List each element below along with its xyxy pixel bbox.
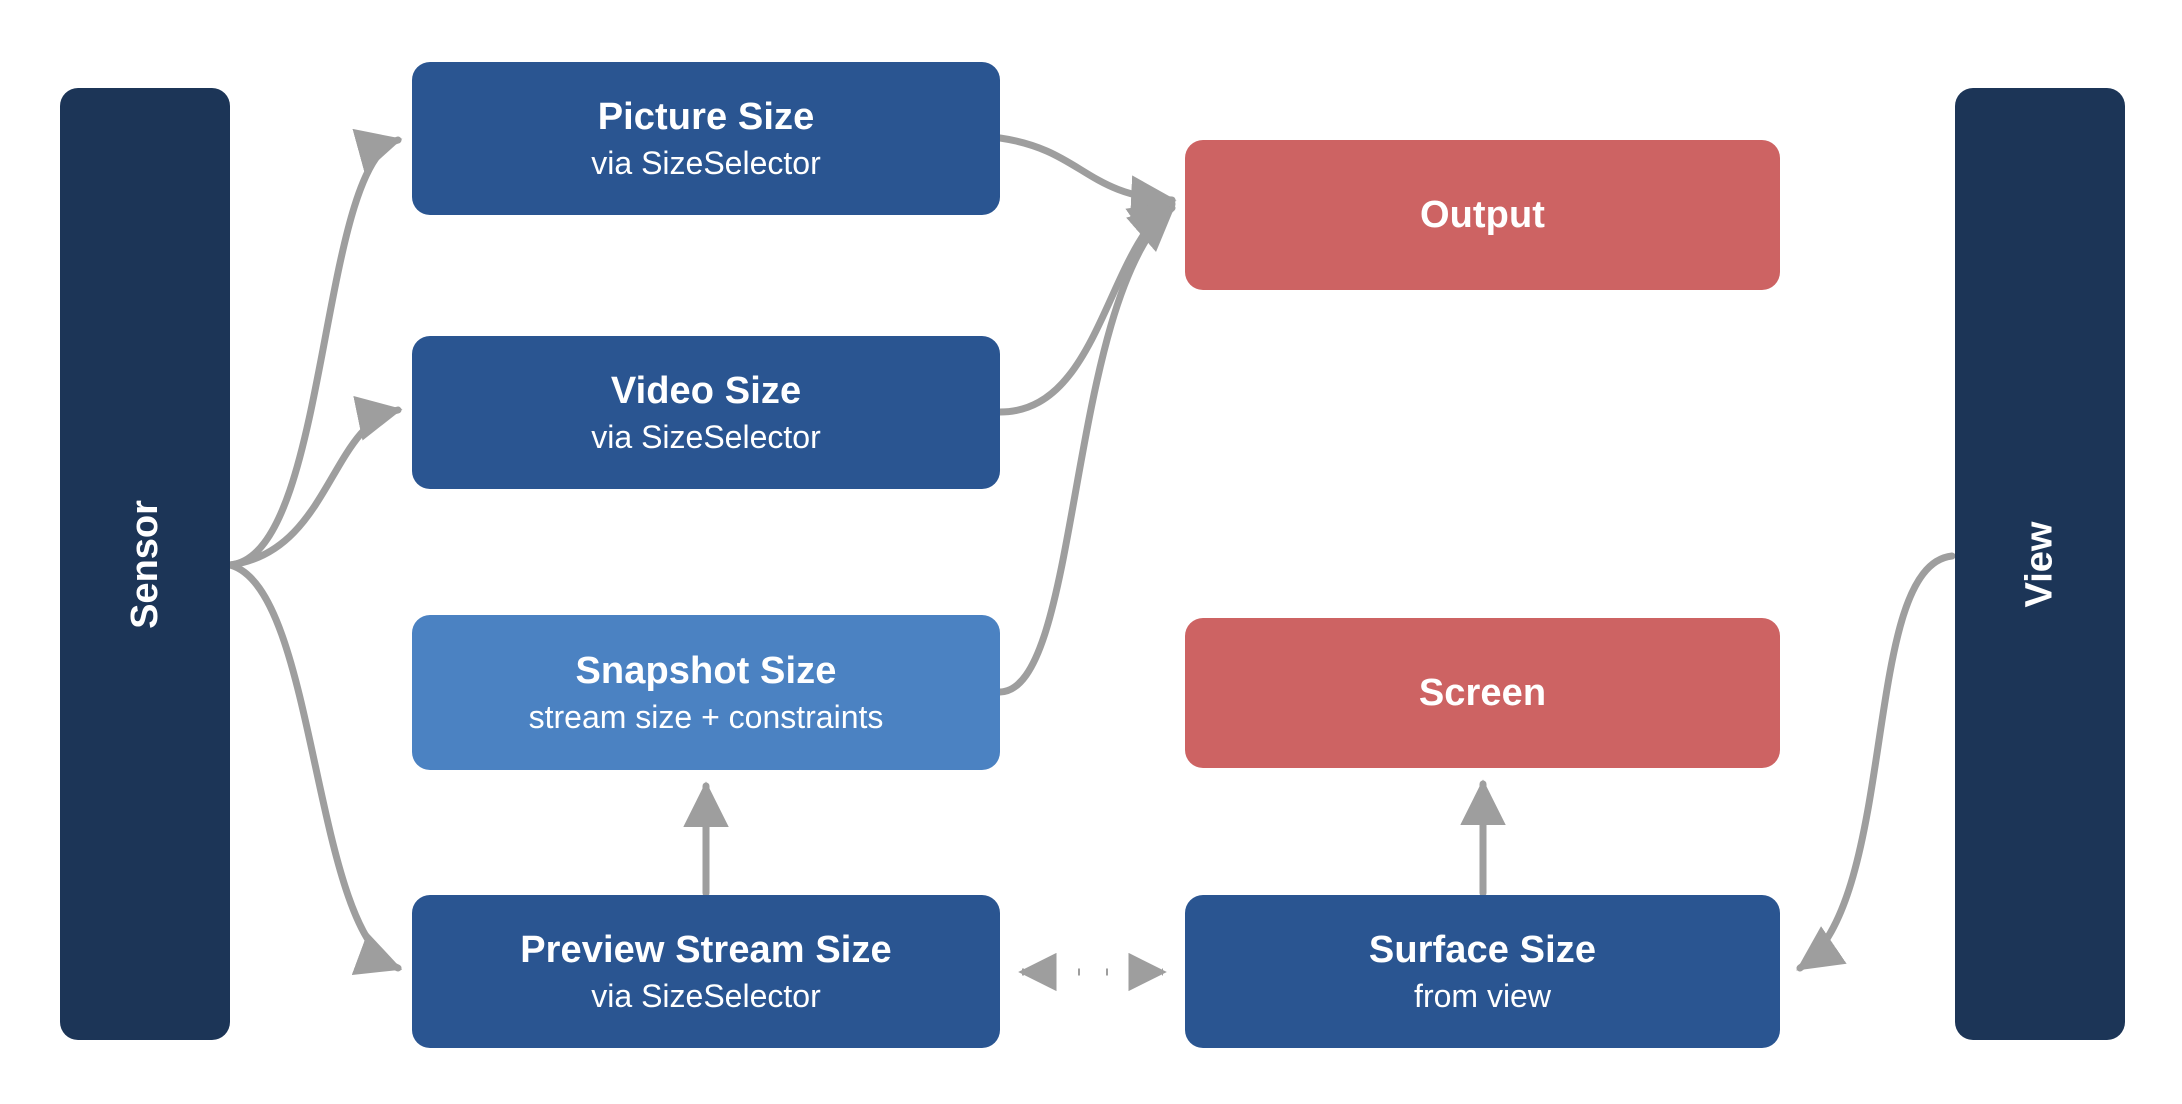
sensor-rail-label: Sensor (123, 499, 166, 629)
node-surface-size-title: Surface Size (1368, 928, 1597, 971)
node-screen-title: Screen (1418, 671, 1547, 714)
node-screen[interactable]: Screen (1185, 618, 1780, 768)
edge-snapshot-to-output (996, 204, 1176, 696)
node-snapshot-size[interactable]: Snapshot Size stream size + constraints (412, 615, 1000, 770)
view-rail[interactable]: View (1955, 88, 2125, 1040)
edge-sensor-to-picture (226, 129, 403, 569)
node-video-size[interactable]: Video Size via SizeSelector (412, 336, 1000, 489)
node-video-size-subtitle: via SizeSelector (591, 418, 821, 455)
node-output-title: Output (1419, 193, 1546, 236)
node-surface-size-subtitle: from view (1414, 977, 1551, 1014)
node-video-size-title: Video Size (610, 369, 802, 412)
node-picture-size-title: Picture Size (597, 95, 815, 138)
edge-sensor-to-preview (226, 561, 403, 975)
node-snapshot-size-title: Snapshot Size (575, 649, 837, 692)
node-picture-size[interactable]: Picture Size via SizeSelector (412, 62, 1000, 215)
edge-sensor-to-video (226, 396, 403, 569)
node-preview-stream-size[interactable]: Preview Stream Size via SizeSelector (412, 895, 1000, 1048)
node-surface-size[interactable]: Surface Size from view (1185, 895, 1780, 1048)
edge-view-to-surface (1796, 552, 1956, 972)
node-output[interactable]: Output (1185, 140, 1780, 290)
node-preview-stream-size-title: Preview Stream Size (520, 928, 892, 971)
node-preview-stream-size-subtitle: via SizeSelector (591, 977, 821, 1014)
node-snapshot-size-subtitle: stream size + constraints (528, 698, 884, 735)
node-picture-size-subtitle: via SizeSelector (591, 144, 821, 181)
view-rail-label: View (2018, 521, 2061, 607)
sensor-rail[interactable]: Sensor (60, 88, 230, 1040)
edge-picture-to-output (996, 134, 1177, 221)
